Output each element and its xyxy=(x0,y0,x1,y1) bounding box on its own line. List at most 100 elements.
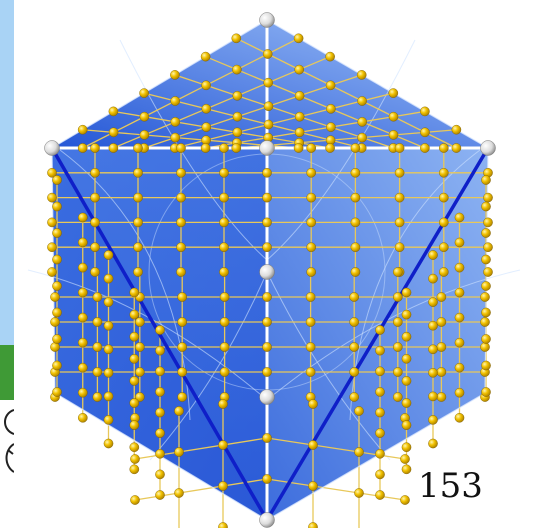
gold-sphere-icon xyxy=(351,168,360,177)
gold-sphere-icon xyxy=(428,321,437,330)
gold-sphere-icon xyxy=(307,267,316,276)
gold-sphere-icon xyxy=(52,228,61,237)
gold-sphere-icon xyxy=(428,274,437,283)
gold-sphere-icon xyxy=(402,465,411,474)
gold-sphere-icon xyxy=(104,345,113,354)
gold-sphere-icon xyxy=(264,120,273,129)
gold-sphere-icon xyxy=(395,243,404,252)
gold-sphere-icon xyxy=(437,292,446,301)
gold-sphere-icon xyxy=(171,96,180,105)
gold-sphere-icon xyxy=(402,310,411,319)
gold-sphere-icon xyxy=(480,317,489,326)
gold-sphere-icon xyxy=(93,292,102,301)
gold-sphere-icon xyxy=(219,243,228,252)
gold-sphere-icon xyxy=(78,125,87,134)
gold-sphere-icon xyxy=(90,267,99,276)
gold-sphere-icon xyxy=(47,267,56,276)
gold-sphere-icon xyxy=(481,202,490,211)
gold-sphere-icon xyxy=(93,392,102,401)
gold-sphere-icon xyxy=(176,243,185,252)
gold-sphere-icon xyxy=(351,218,360,227)
gold-sphere-icon xyxy=(294,34,303,43)
gold-sphere-icon xyxy=(109,128,118,137)
gold-sphere-icon xyxy=(109,107,118,116)
gold-sphere-icon xyxy=(358,96,367,105)
gold-sphere-icon xyxy=(202,104,211,113)
gold-sphere-icon xyxy=(93,367,102,376)
gold-sphere-icon xyxy=(174,406,183,415)
gold-sphere-icon xyxy=(202,123,211,132)
gold-sphere-icon xyxy=(135,342,144,351)
gold-sphere-icon xyxy=(93,342,102,351)
gold-sphere-icon xyxy=(201,143,210,152)
gold-sphere-icon xyxy=(483,267,492,276)
gold-sphere-icon xyxy=(104,415,113,424)
gold-sphere-icon xyxy=(171,133,180,142)
gold-sphere-icon xyxy=(155,408,164,417)
gold-sphere-icon xyxy=(428,250,437,259)
gold-sphere-icon xyxy=(78,263,87,272)
gold-sphere-icon xyxy=(104,392,113,401)
gold-sphere-icon xyxy=(90,193,99,202)
gold-sphere-icon xyxy=(262,433,271,442)
gold-sphere-icon xyxy=(358,133,367,142)
white-sphere-icon xyxy=(260,265,275,280)
gold-sphere-icon xyxy=(78,363,87,372)
gold-sphere-icon xyxy=(455,338,464,347)
gold-sphere-icon xyxy=(176,193,185,202)
gold-sphere-icon xyxy=(52,255,61,264)
gold-sphere-icon xyxy=(78,388,87,397)
gold-sphere-icon xyxy=(455,263,464,272)
page-number: 153 xyxy=(418,466,483,506)
gold-sphere-icon xyxy=(400,495,409,504)
gold-sphere-icon xyxy=(104,368,113,377)
gold-sphere-icon xyxy=(104,274,113,283)
gold-sphere-icon xyxy=(262,292,271,301)
white-sphere-icon xyxy=(260,13,275,28)
gold-sphere-icon xyxy=(262,218,271,227)
gold-sphere-icon xyxy=(375,387,384,396)
gold-sphere-icon xyxy=(395,168,404,177)
gold-sphere-icon xyxy=(78,288,87,297)
gold-sphere-icon xyxy=(233,128,242,137)
gold-sphere-icon xyxy=(389,130,398,139)
gold-sphere-icon xyxy=(306,342,315,351)
gold-sphere-icon xyxy=(455,313,464,322)
gold-sphere-icon xyxy=(455,363,464,372)
white-sphere-icon xyxy=(260,390,275,405)
white-sphere-icon xyxy=(45,141,60,156)
gold-sphere-icon xyxy=(428,392,437,401)
gold-sphere-icon xyxy=(178,292,187,301)
gold-sphere-icon xyxy=(308,522,317,528)
white-sphere-icon xyxy=(260,141,275,156)
gold-sphere-icon xyxy=(351,267,360,276)
gold-sphere-icon xyxy=(354,447,363,456)
gold-sphere-icon xyxy=(402,398,411,407)
gold-sphere-icon xyxy=(452,143,461,152)
gold-sphere-icon xyxy=(52,387,61,396)
gold-sphere-icon xyxy=(104,439,113,448)
gold-sphere-icon xyxy=(295,128,304,137)
gold-sphere-icon xyxy=(308,481,317,490)
gold-sphere-icon xyxy=(262,193,271,202)
gold-sphere-icon xyxy=(483,243,492,252)
gold-sphere-icon xyxy=(104,250,113,259)
gold-sphere-icon xyxy=(393,267,402,276)
gold-sphere-icon xyxy=(50,292,59,301)
gold-sphere-icon xyxy=(428,415,437,424)
gold-sphere-icon xyxy=(232,143,241,152)
gold-sphere-icon xyxy=(130,421,139,430)
gold-sphere-icon xyxy=(174,488,183,497)
gold-sphere-icon xyxy=(375,449,384,458)
gold-sphere-icon xyxy=(393,342,402,351)
gold-sphere-icon xyxy=(439,193,448,202)
gold-sphere-icon xyxy=(170,70,179,79)
gold-sphere-icon xyxy=(90,143,99,152)
white-sphere-icon xyxy=(481,141,496,156)
gold-sphere-icon xyxy=(307,168,316,177)
gold-sphere-icon xyxy=(130,465,139,474)
gold-sphere-icon xyxy=(133,168,142,177)
gold-sphere-icon xyxy=(90,218,99,227)
gold-sphere-icon xyxy=(155,429,164,438)
gold-sphere-icon xyxy=(50,342,59,351)
